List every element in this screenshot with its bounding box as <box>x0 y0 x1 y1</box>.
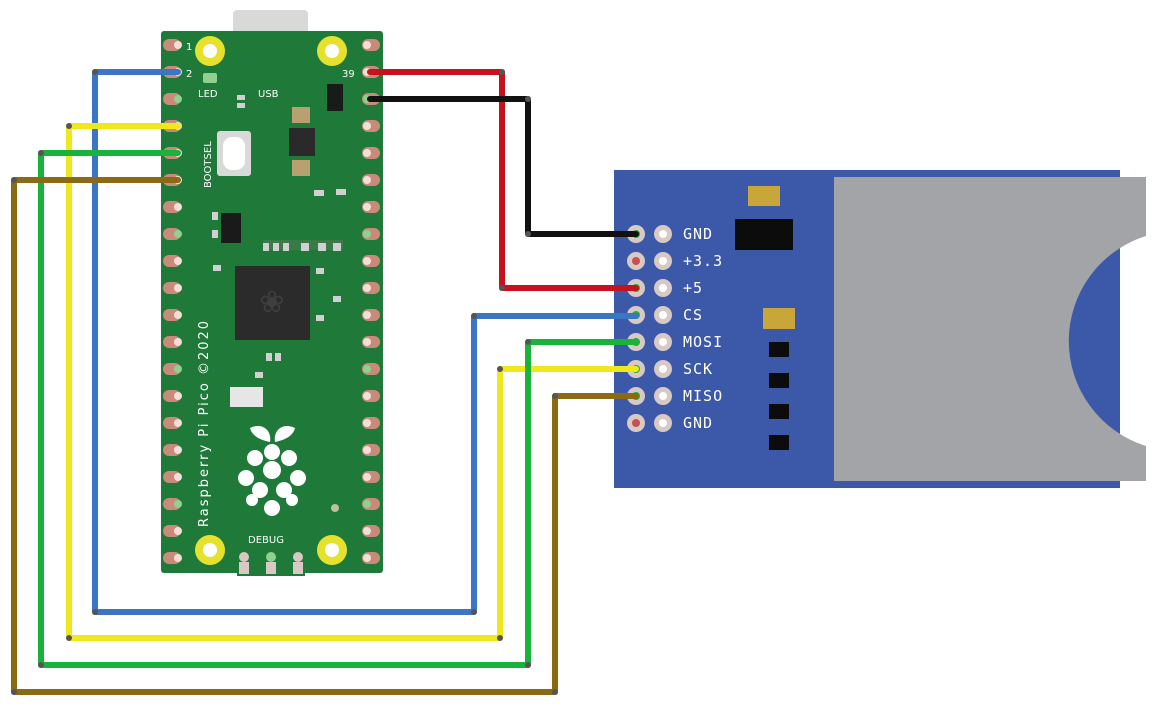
sd-smd-pad-top <box>748 186 780 206</box>
raspberry-pi-pico: ❀ <box>161 10 383 576</box>
pico-pin-hole <box>174 392 182 400</box>
pin-1-label: 1 <box>186 42 192 53</box>
pico-pin-hole <box>363 527 371 535</box>
led-indicator <box>203 73 217 83</box>
pico-pin-hole <box>174 554 182 562</box>
sd-smd-part-2 <box>769 373 789 388</box>
white-smd-part <box>230 387 263 407</box>
pico-pin-hole <box>363 473 371 481</box>
pico-pin-hole <box>174 338 182 346</box>
pico-pin-hole <box>363 392 371 400</box>
wire-joints <box>11 69 558 695</box>
sd-pin-hole-center <box>659 392 667 400</box>
pico-pin-hole <box>363 149 371 157</box>
sd-pin-label: GND <box>683 225 713 243</box>
pico-pin-hole <box>363 311 371 319</box>
mounting-holes <box>195 36 347 565</box>
sd-pin-label: GND <box>683 414 713 432</box>
rp2040-chip <box>235 266 310 340</box>
wire-blue <box>92 69 639 615</box>
pico-pin-hole <box>174 257 182 265</box>
crystal-2 <box>292 160 310 176</box>
pico-pin-hole <box>363 419 371 427</box>
sd-pin-hole-center <box>632 419 640 427</box>
pico-pin-hole <box>174 41 182 49</box>
wire-black <box>367 96 639 237</box>
small-chip <box>221 213 241 243</box>
sd-pin-label: +3.3 <box>683 252 723 270</box>
board-name-label: Raspberry Pi Pico ©2020 <box>197 319 212 527</box>
sd-card-module: GND +3.3 +5CS MOSI SCK MISO GND <box>614 170 1146 488</box>
flash-chip <box>289 128 315 156</box>
sd-pin-hole-center <box>659 284 667 292</box>
sd-pin-hole-center <box>659 365 667 373</box>
pico-pin-hole <box>174 446 182 454</box>
pico-pin-hole <box>363 284 371 292</box>
pico-pin-hole <box>174 284 182 292</box>
sd-pin-label: CS <box>683 306 703 324</box>
pico-pin-hole <box>363 554 371 562</box>
bootsel-button[interactable] <box>223 137 245 170</box>
sd-regulator-chip <box>735 219 793 250</box>
pico-pin-hole <box>174 500 182 508</box>
pico-pin-hole <box>363 41 371 49</box>
sd-pin-hole-center <box>659 230 667 238</box>
pico-pin-hole <box>174 311 182 319</box>
raspberry-pi-logo-icon <box>238 425 306 516</box>
pico-pin-hole <box>363 500 371 508</box>
pin-39-label: 39 <box>342 69 355 80</box>
sd-smd-part-3 <box>769 404 789 419</box>
rp2040-logo-icon: ❀ <box>259 285 284 320</box>
bootsel-label: BOOTSEL <box>203 141 214 188</box>
sd-pin-labels: GND +3.3 +5CS MOSI SCK MISO GND <box>683 225 723 432</box>
pico-pin-hole <box>363 338 371 346</box>
pico-pin-hole <box>174 230 182 238</box>
sd-smd-part-4 <box>769 435 789 450</box>
pico-pin-hole <box>363 122 371 130</box>
pico-pin-hole <box>174 95 182 103</box>
pico-pin-hole <box>363 176 371 184</box>
pin-2-label: 2 <box>186 69 192 80</box>
led-label: LED <box>198 89 218 100</box>
debug-header <box>237 548 305 576</box>
sd-pin-hole-center <box>659 338 667 346</box>
passive-components <box>212 95 346 378</box>
sd-smd-pad-mid <box>763 308 795 329</box>
sd-pin-hole-center <box>659 419 667 427</box>
wire-green <box>38 150 639 668</box>
test-point <box>331 504 339 512</box>
pico-pin-hole <box>363 446 371 454</box>
sd-pin-label: MOSI <box>683 333 723 351</box>
sd-pin-label: SCK <box>683 360 713 378</box>
sd-pin-label: +5 <box>683 279 703 297</box>
pico-pin-hole <box>174 419 182 427</box>
pico-pin-hole <box>363 365 371 373</box>
sd-card <box>834 177 1146 481</box>
wire-brown <box>11 177 639 695</box>
pico-pin-hole <box>363 203 371 211</box>
pico-pin-hole <box>174 473 182 481</box>
debug-label: DEBUG <box>248 535 284 546</box>
wire-yellow <box>66 123 639 641</box>
wire-red <box>367 69 639 291</box>
pico-pin-hole <box>174 527 182 535</box>
crystal <box>292 107 310 123</box>
sd-pin-hole-center <box>632 257 640 265</box>
wires <box>11 69 639 695</box>
regulator-chip <box>327 84 343 111</box>
usb-label: USB <box>258 89 279 100</box>
sd-pin-hole-center <box>659 311 667 319</box>
pico-pin-hole <box>174 203 182 211</box>
sd-pin-label: MISO <box>683 387 723 405</box>
sd-pin-hole-center <box>659 257 667 265</box>
pico-pin-hole <box>363 257 371 265</box>
sd-smd-part-1 <box>769 342 789 357</box>
pico-pin-hole <box>174 365 182 373</box>
pico-pin-hole <box>363 230 371 238</box>
